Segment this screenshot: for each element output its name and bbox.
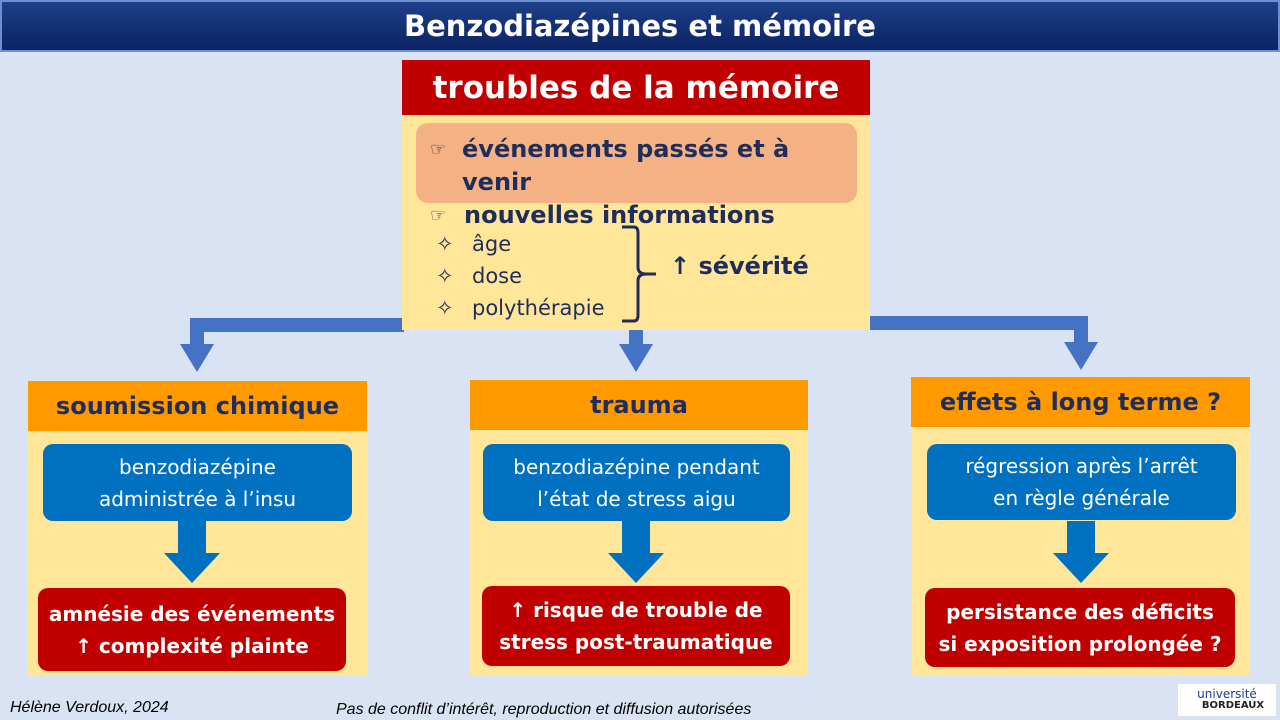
four-point-star-icon: ✧: [436, 296, 454, 320]
info-box: benzodiazépine pendant l’état de stress a…: [483, 444, 790, 521]
column-chemical-submission: soumission chimique benzodiazépine admini…: [28, 381, 367, 676]
outcome-line: ↑ complexité plainte: [75, 633, 309, 658]
column-header: soumission chimique: [28, 381, 367, 431]
memory-type-label: nouvelles informations: [464, 201, 775, 229]
memory-type-item: ☞ événements passés et à venir: [430, 133, 843, 199]
outcome-line: stress post-traumatique: [499, 630, 773, 654]
logo-line: BORDEAUX: [1201, 700, 1265, 711]
pointing-hand-icon: ☞: [430, 205, 447, 226]
university-logo: université BORDEAUX: [1178, 684, 1276, 716]
curly-brace-icon: [622, 225, 656, 323]
outcome-box: amnésie des événements ↑ complexité plain…: [38, 588, 346, 671]
disclaimer: Pas de conflit d’intérêt, reproduction e…: [336, 701, 752, 718]
connector-stem-left: [190, 318, 204, 348]
arrow-down-icon: [619, 344, 653, 372]
memory-types-box: ☞ événements passés et à venir ☞ nouvelles…: [416, 123, 857, 229]
info-line: régression après l’arrêt: [965, 454, 1198, 478]
memory-troubles-panel: troubles de la mémoire ☞ événements passé…: [402, 60, 870, 330]
factor-label: polythérapie: [472, 296, 605, 320]
connector-stem-right: [1074, 316, 1088, 346]
factor-item: ✧ dose: [436, 260, 605, 292]
column-header: effets à long terme ?: [911, 377, 1250, 427]
factor-label: dose: [472, 264, 523, 288]
factor-label: âge: [472, 232, 512, 256]
memory-type-item: ☞ nouvelles informations: [430, 199, 843, 232]
slide-title: Benzodiazépines et mémoire: [0, 0, 1280, 52]
arrow-down-icon: [1053, 521, 1109, 583]
info-line: en règle générale: [993, 486, 1170, 510]
outcome-box: persistance des déficits si exposition pr…: [925, 588, 1235, 667]
severity-factors: ✧ âge ✧ dose ✧ polythérapie: [436, 228, 605, 324]
info-line: administrée à l’insu: [98, 486, 297, 511]
connector-stem-center: [629, 330, 643, 348]
arrow-down-icon: [1064, 342, 1098, 370]
connector-left: [190, 318, 404, 332]
connector-right: [868, 316, 1088, 330]
logo-line: université: [1197, 687, 1257, 701]
severity-result: ↑ sévérité: [670, 252, 809, 280]
outcome-line: ↑ risque de trouble de: [509, 598, 763, 622]
info-box: benzodiazépine administrée à l’insu: [43, 444, 352, 521]
arrow-down-icon: [608, 521, 664, 583]
author-credit: Hélène Verdoux, 2024: [10, 699, 169, 716]
info-line: l’état de stress aigu: [537, 486, 736, 511]
column-trauma: trauma benzodiazépine pendant l’état de s…: [470, 380, 808, 676]
outcome-line: persistance des déficits: [946, 599, 1214, 624]
info-box: régression après l’arrêt en règle général…: [927, 444, 1236, 520]
factor-item: ✧ polythérapie: [436, 292, 605, 324]
column-header: trauma: [470, 380, 808, 430]
outcome-line: amnésie des événements: [48, 601, 336, 626]
arrow-down-icon: [180, 344, 214, 372]
arrow-down-icon: [164, 521, 220, 583]
column-long-term-effects: effets à long terme ? régression après l…: [911, 377, 1250, 676]
memory-type-label: événements passés et à venir: [462, 135, 790, 196]
factor-item: ✧ âge: [436, 228, 605, 260]
four-point-star-icon: ✧: [436, 232, 454, 256]
outcome-box: ↑ risque de trouble de stress post-trauma…: [482, 586, 790, 666]
pointing-hand-icon: ☞: [430, 139, 447, 160]
memory-troubles-header: troubles de la mémoire: [402, 60, 870, 115]
info-line: benzodiazépine: [119, 454, 276, 479]
outcome-line: si exposition prolongée ?: [938, 631, 1222, 656]
four-point-star-icon: ✧: [436, 264, 454, 288]
info-line: benzodiazépine pendant: [513, 454, 760, 479]
